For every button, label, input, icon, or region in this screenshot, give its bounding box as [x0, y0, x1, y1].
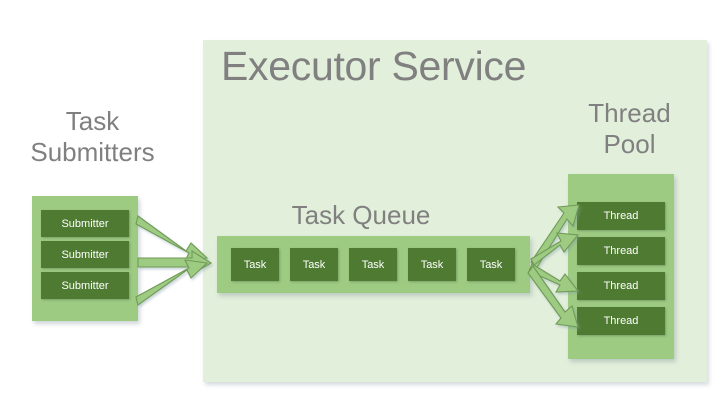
thread-box[interactable]: Thread: [577, 202, 665, 230]
thread-pool-heading-line1: Thread: [588, 98, 671, 128]
task-queue-heading: Task Queue: [291, 200, 431, 230]
thread-box[interactable]: Thread: [577, 307, 665, 335]
executor-service-title: Executor Service: [221, 43, 527, 89]
submitter-box[interactable]: Submitter: [41, 272, 129, 299]
arrow-submitter-to-queue: [137, 250, 213, 275]
submitter-box[interactable]: Submitter: [41, 210, 129, 237]
task-box[interactable]: Task: [349, 248, 397, 281]
thread-box[interactable]: Thread: [577, 272, 665, 300]
task-submitters-heading-line2: Submitters: [30, 136, 155, 167]
task-box[interactable]: Task: [467, 248, 515, 281]
task-box[interactable]: Task: [408, 248, 456, 281]
thread-pool-heading-line2: Pool: [603, 128, 656, 159]
thread-pool-heading: Thread Pool: [558, 98, 701, 159]
task-submitters-heading-line1: Task: [65, 106, 120, 136]
task-submitters-heading: Task Submitters: [0, 106, 185, 167]
arrow-submitter-to-queue: [135, 215, 209, 262]
task-queue-container: Task Task Task Task Task: [217, 236, 530, 293]
thread-pool-container: Thread Thread Thread Thread: [568, 174, 674, 359]
task-box[interactable]: Task: [231, 248, 279, 281]
task-box[interactable]: Task: [290, 248, 338, 281]
submitter-box[interactable]: Submitter: [41, 241, 129, 268]
arrow-submitter-to-queue: [135, 259, 209, 306]
task-submitters-container: Submitter Submitter Submitter: [32, 196, 138, 321]
thread-box[interactable]: Thread: [577, 237, 665, 265]
